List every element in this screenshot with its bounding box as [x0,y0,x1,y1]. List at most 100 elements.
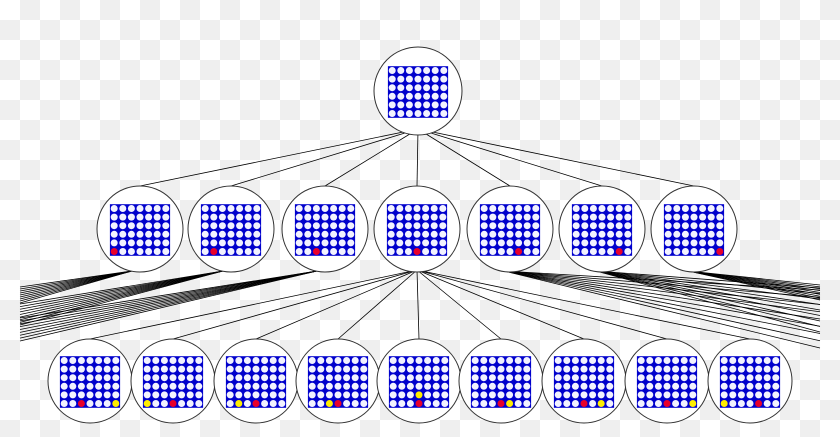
empty-hole [707,205,715,212]
empty-hole [699,239,707,247]
empty-hole [589,222,597,230]
empty-hole [654,357,662,364]
board [200,204,262,256]
empty-hole [673,248,681,255]
empty-hole [404,239,412,247]
empty-hole [480,382,488,390]
empty-hole [236,222,244,230]
empty-hole [295,205,303,212]
empty-hole [103,357,111,364]
empty-hole [580,365,588,373]
empty-hole [218,230,226,238]
empty-hole [664,222,672,230]
empty-hole [145,248,153,255]
empty-hole [321,230,329,238]
empty-hole [746,400,754,407]
empty-hole [506,365,514,373]
empty-hole [737,400,745,407]
empty-hole [103,400,111,407]
tree-edge [89,269,418,340]
empty-hole [360,391,368,399]
empty-hole [235,365,243,373]
empty-hole [589,357,597,364]
yellow-piece [689,400,697,407]
empty-hole [405,75,413,83]
empty-hole [681,213,689,221]
empty-hole [439,230,447,238]
empty-hole [360,374,368,382]
board [636,356,698,408]
empty-hole [152,365,160,373]
empty-hole [663,391,671,399]
empty-hole [396,248,404,255]
empty-hole [654,400,662,407]
tree-edge [19,270,318,330]
empty-hole [440,67,448,74]
empty-hole [110,239,118,247]
empty-hole [321,248,329,255]
empty-hole [690,248,698,255]
level2-node [213,338,299,424]
empty-hole [471,382,479,390]
empty-hole [226,357,234,364]
empty-hole [563,400,571,407]
empty-hole [119,248,127,255]
empty-hole [571,357,579,364]
empty-hole [145,239,153,247]
empty-hole [497,239,505,247]
empty-hole [480,222,488,230]
empty-hole [404,248,412,255]
empty-hole [699,205,707,212]
empty-hole [414,101,422,109]
empty-hole [607,205,615,212]
empty-hole [136,205,144,212]
empty-hole [162,213,170,221]
empty-hole [664,230,672,238]
empty-hole [414,84,422,92]
tree-edge [19,270,318,336]
empty-hole [532,248,540,255]
level2-node [295,338,381,424]
empty-hole [431,110,439,117]
empty-hole [681,248,689,255]
empty-hole [160,400,168,407]
empty-hole [152,374,160,382]
empty-hole [532,230,540,238]
level2-node [376,338,462,424]
level1-node [187,185,275,273]
empty-hole [664,248,672,255]
empty-hole [673,230,681,238]
empty-hole [252,365,260,373]
tree-edge [19,270,224,308]
yellow-piece [597,400,605,407]
tree-edge [417,128,603,187]
empty-hole [681,205,689,212]
empty-hole [218,205,226,212]
empty-hole [646,391,654,399]
empty-hole [153,213,161,221]
empty-hole [746,382,754,390]
empty-hole [334,374,342,382]
board [294,204,356,256]
empty-hole [243,400,251,407]
empty-hole [489,239,497,247]
empty-hole [347,239,355,247]
empty-hole [763,365,771,373]
empty-hole [615,230,623,238]
empty-hole [689,374,697,382]
empty-hole [334,391,342,399]
empty-hole [69,365,77,373]
board [59,356,121,408]
empty-hole [707,222,715,230]
empty-hole [523,205,531,212]
empty-hole [624,205,632,212]
empty-hole [654,374,662,382]
empty-hole [716,213,724,221]
empty-hole [589,374,597,382]
empty-hole [112,374,120,382]
empty-hole [308,374,316,382]
empty-hole [664,213,672,221]
empty-hole [488,357,496,364]
empty-hole [127,205,135,212]
empty-hole [162,222,170,230]
